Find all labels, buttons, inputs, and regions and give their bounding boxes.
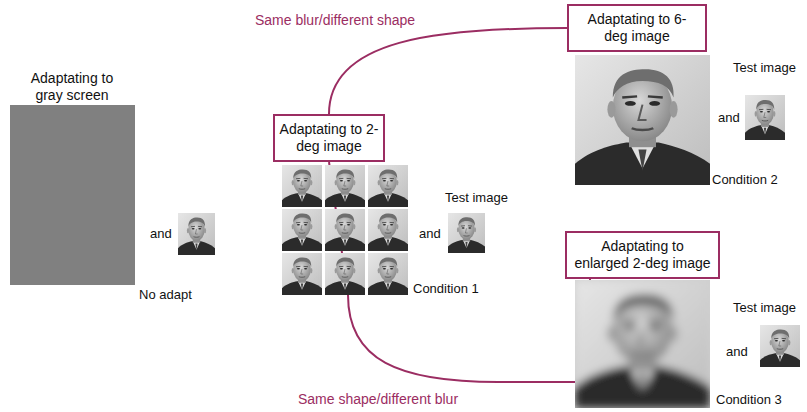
annotation-label: Test image — [733, 60, 796, 76]
connector-curve — [329, 28, 567, 114]
face-tile — [368, 165, 408, 207]
annotation-label: Condition 2 — [712, 172, 778, 188]
annotation-label: Adaptating to gray screen — [22, 70, 122, 104]
annotation-label: Test image — [733, 300, 796, 316]
box-text: Adaptating to enlarged 2-deg image — [574, 238, 712, 272]
annotation-label: and — [419, 226, 441, 242]
annotation-label: Condition 1 — [413, 281, 479, 297]
annotation-label: No adapt — [139, 287, 192, 303]
adapt-box: Adaptating to enlarged 2-deg image — [565, 231, 720, 279]
face-tile — [325, 253, 365, 295]
test-face — [760, 325, 800, 367]
annotation-label: and — [726, 344, 748, 360]
edge-label: Same blur/different shape — [253, 12, 417, 29]
annotation-label: Condition 3 — [716, 392, 782, 408]
face-tile — [368, 209, 408, 251]
blurred-face — [575, 280, 710, 408]
face-tile — [325, 165, 365, 207]
face-tile — [282, 165, 322, 207]
annotation-label: Test image — [445, 190, 508, 206]
test-face — [178, 213, 215, 255]
box-text: Adaptating to 2-deg image — [279, 121, 379, 155]
adapt-box: Adaptating to 2-deg image — [273, 114, 385, 162]
gray-screen — [10, 105, 135, 285]
face-tile — [325, 209, 365, 251]
face-grid — [282, 165, 408, 295]
test-face — [448, 213, 485, 253]
face-tile — [282, 209, 322, 251]
face-tile — [282, 253, 322, 295]
face-tile — [368, 253, 408, 295]
edge-label: Same shape/different blur — [296, 391, 460, 408]
large-face — [575, 55, 710, 185]
box-text: Adaptating to 6-deg image — [585, 11, 689, 45]
annotation-label: and — [718, 110, 740, 126]
connector-curve — [329, 162, 590, 382]
test-face — [745, 95, 785, 140]
adapt-box: Adaptating to 6-deg image — [567, 4, 707, 52]
annotation-label: and — [150, 226, 172, 242]
